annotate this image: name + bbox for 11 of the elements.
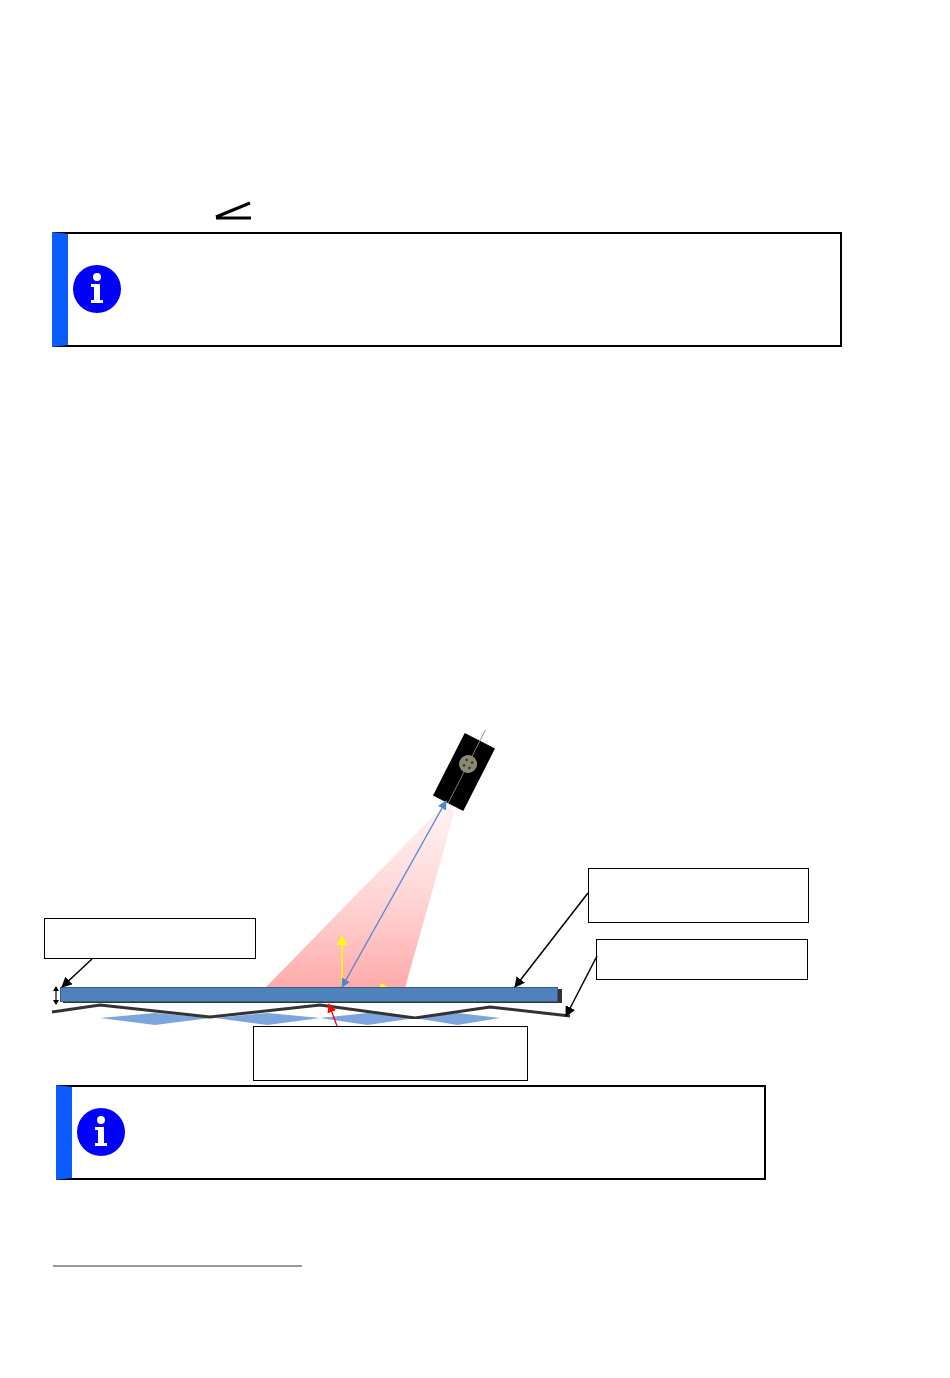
info-box bbox=[52, 232, 842, 347]
callout-box bbox=[44, 918, 256, 959]
callout-box bbox=[588, 868, 809, 923]
leader-line bbox=[514, 892, 589, 988]
leader-line bbox=[341, 800, 447, 988]
leader-line bbox=[327, 1003, 338, 1027]
leader-line bbox=[61, 958, 93, 988]
callout-box bbox=[596, 939, 808, 980]
info-box bbox=[56, 1085, 766, 1180]
leader-line bbox=[565, 955, 598, 1017]
callout-box bbox=[253, 1026, 528, 1081]
